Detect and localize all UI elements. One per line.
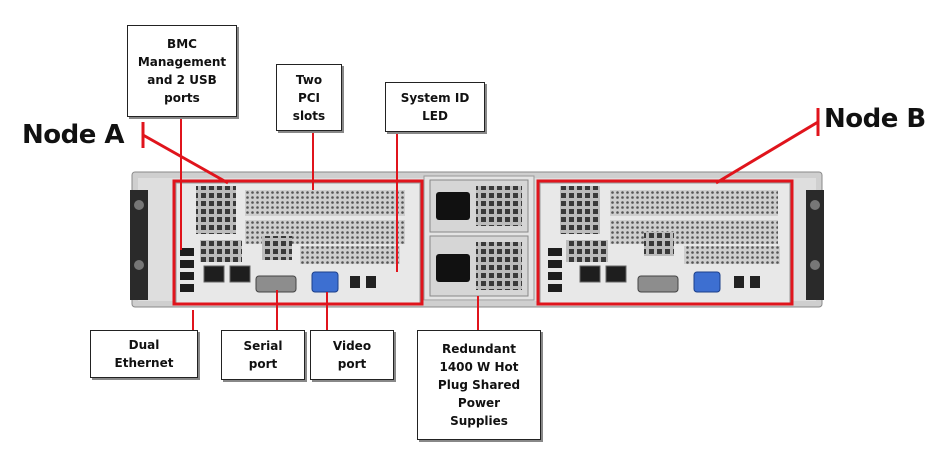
node-b-module [539, 182, 791, 304]
right-rack-ear [806, 190, 824, 300]
power-supplies-callout: Redundant 1400 W Hot Plug Shared Power S… [417, 330, 541, 440]
pci-slots-callout-label: Two PCI slots [292, 72, 326, 123]
ethernet-port-b2 [605, 265, 627, 283]
leader-lines [180, 118, 479, 330]
usb-port-a1 [180, 248, 194, 256]
power-supplies-callout-label: Redundant 1400 W Hot Plug Shared Power S… [437, 342, 521, 428]
power-supply-bay [423, 175, 535, 301]
serial-port-callout: Serial port [221, 330, 305, 380]
bmc-callout: BMC Management and 2 USB ports [127, 25, 237, 117]
bmc-callout-label: BMC Management and 2 USB ports [137, 37, 227, 105]
serial-port-b [637, 275, 679, 293]
node-b-pointer [715, 120, 819, 185]
pci-slot-b2 [610, 220, 778, 244]
serial-port-callout-label: Serial port [243, 339, 283, 371]
serial-port-a [255, 275, 297, 293]
node-a-title: Node A [22, 120, 125, 150]
dual-ethernet-callout: Dual Ethernet [90, 330, 198, 378]
ethernet-port-b1 [579, 265, 601, 283]
pci-slot-1 [245, 190, 405, 216]
node-b-highlight [536, 179, 794, 306]
node-a-highlight [172, 179, 424, 306]
video-port-b [693, 271, 721, 293]
node-b-title: Node B [824, 104, 926, 134]
node-a-module [175, 182, 421, 304]
pci-slots-callout: Two PCI slots [276, 64, 342, 131]
video-port-callout-label: Video port [332, 339, 372, 371]
video-port-a [311, 271, 339, 293]
dual-ethernet-callout-label: Dual Ethernet [114, 338, 174, 370]
left-rack-ear [130, 190, 148, 300]
ethernet-port-a1 [203, 265, 225, 283]
pci-slot-b1 [610, 190, 778, 216]
usb-port-a2 [180, 260, 194, 268]
ethernet-port-a2 [229, 265, 251, 283]
system-id-led-callout: System ID LED [385, 82, 485, 132]
node-a-pointer [142, 133, 229, 185]
system-id-led-callout-label: System ID LED [400, 91, 470, 123]
video-port-callout: Video port [310, 330, 394, 380]
